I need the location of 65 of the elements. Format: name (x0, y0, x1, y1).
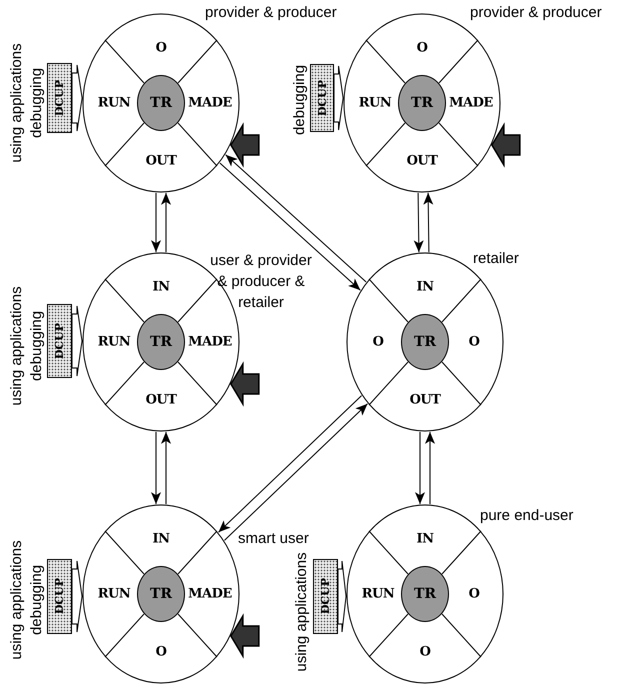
arrow (414, 192, 424, 253)
block-arrow (230, 122, 260, 168)
side-label: using applications (293, 552, 311, 672)
quadrant-label: IN (416, 280, 434, 294)
quadrant-label: OUT (406, 154, 438, 168)
block-arrow (230, 361, 260, 407)
block-arrow (72, 560, 83, 632)
dotted-box: DCUP (310, 64, 334, 132)
quadrant-label: OUT (146, 154, 176, 168)
quadrant-label: RUN (98, 96, 130, 110)
block-arrow (72, 64, 83, 132)
quadrant-label: IN (152, 280, 170, 294)
dotted-box: DCUP (47, 304, 72, 378)
quadrant-label: MADE (188, 334, 232, 350)
block-arrow (491, 122, 521, 168)
quadrant-label: O (156, 644, 166, 660)
side-label: debugging (291, 64, 309, 136)
side-label: debugging (28, 564, 46, 636)
side-label: debugging (28, 310, 46, 382)
quadrant-label: RUN (98, 334, 130, 350)
dotted-box: DCUP (47, 63, 72, 133)
quadrant-label: OUT (410, 392, 440, 408)
arrow (423, 192, 434, 253)
quadrant-label: O (156, 40, 166, 56)
block-arrow (230, 613, 260, 659)
role-label: provider & producer (205, 3, 337, 23)
arrow (224, 403, 368, 541)
side-label: debugging (28, 68, 46, 138)
block-arrow (72, 306, 83, 376)
arrow (151, 431, 161, 505)
role-label: retailer (473, 249, 519, 269)
block-arrow (338, 560, 347, 632)
quadrant-label: RUN (98, 586, 130, 602)
role-label: pure end-user (480, 506, 574, 526)
arrow (218, 395, 362, 533)
arrow (219, 162, 361, 291)
quadrant-label: MADE (188, 586, 232, 602)
quadrant-label: O (420, 644, 430, 660)
side-label: using applications (8, 540, 26, 660)
arrow (225, 154, 367, 282)
quadrant-label: IN (152, 532, 170, 546)
arrow (425, 431, 435, 505)
quadrant-label: O (468, 586, 480, 602)
quadrant-circle (82, 504, 240, 684)
quadrant-label: OUT (146, 392, 176, 408)
quadrant-label: RUN (362, 586, 394, 602)
block-arrow (334, 66, 344, 130)
role-label: smart user (238, 529, 309, 549)
quadrant-label: O (416, 40, 428, 56)
quadrant-label: O (372, 334, 384, 350)
dotted-box: DCUP (313, 559, 338, 634)
side-label: using applications (8, 286, 26, 406)
quadrant-label: MADE (449, 96, 493, 110)
role-label: provider & producer (470, 3, 602, 23)
quadrant-label: IN (416, 532, 434, 546)
arrow (161, 431, 171, 505)
quadrant-label: RUN (358, 96, 392, 110)
role-label: user & provider & producer & retailer (209, 251, 313, 313)
dotted-box: DCUP (47, 559, 72, 634)
side-label: using applications (8, 43, 26, 163)
quadrant-label: MADE (188, 96, 232, 110)
arrow (415, 431, 425, 505)
arrow (151, 192, 161, 253)
quadrant-label: O (468, 334, 480, 350)
arrow (161, 192, 171, 253)
